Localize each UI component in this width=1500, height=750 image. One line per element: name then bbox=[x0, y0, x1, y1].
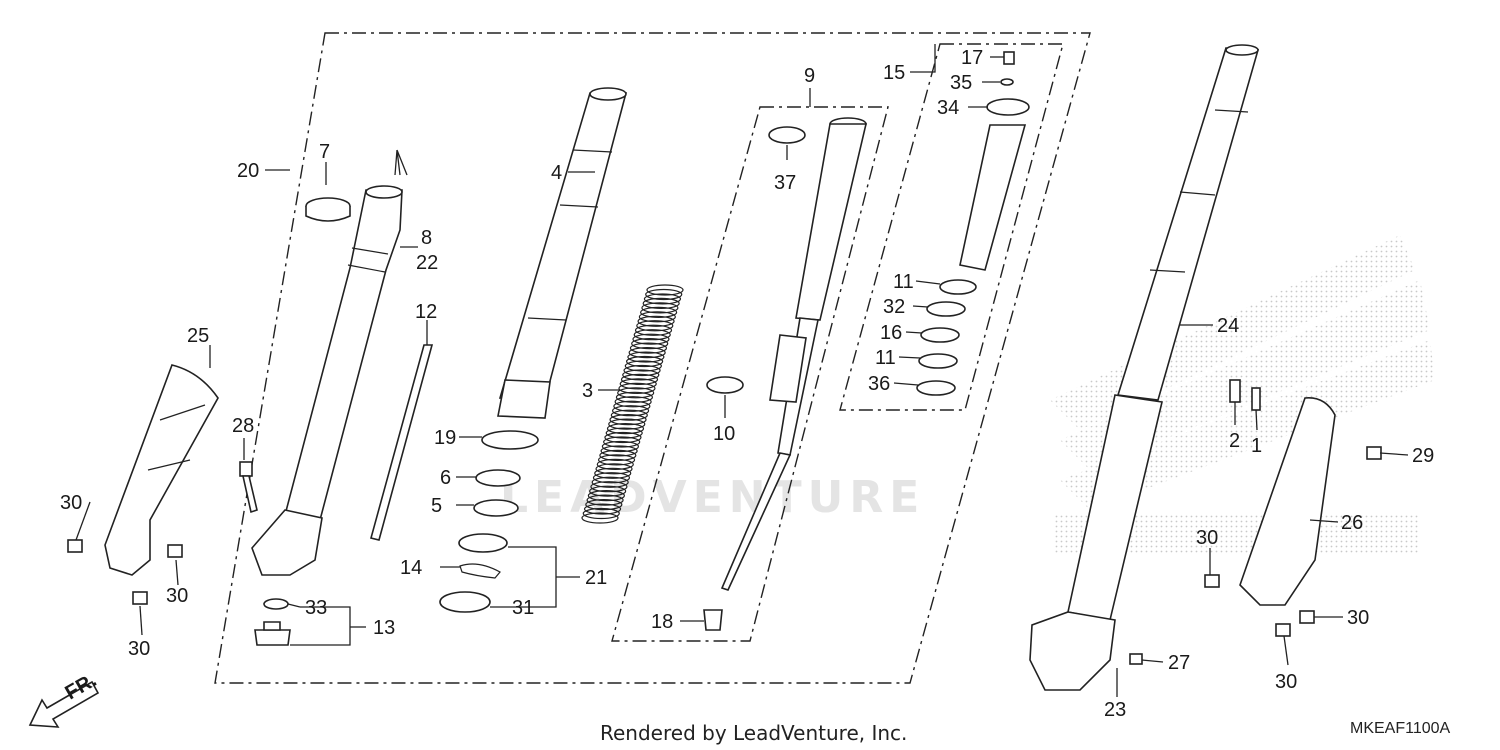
callout-16: 16 bbox=[880, 322, 902, 344]
leader-lines bbox=[75, 44, 1409, 697]
callout-20: 20 bbox=[237, 160, 259, 182]
callout-labels: 1 2 3 4 5 6 7 8 9 10 11 11 12 13 14 15 1… bbox=[60, 47, 1434, 721]
callout-30-b: 30 bbox=[166, 585, 188, 607]
callout-32: 32 bbox=[883, 296, 905, 318]
callout-23: 23 bbox=[1104, 699, 1126, 721]
callout-11-upper: 11 bbox=[893, 271, 914, 293]
callout-37: 37 bbox=[774, 172, 796, 194]
callout-8: 8 bbox=[421, 227, 432, 249]
callout-34: 34 bbox=[937, 97, 959, 119]
part-37-ring bbox=[768, 126, 806, 144]
callout-3: 3 bbox=[582, 380, 593, 402]
part-10-ring bbox=[706, 376, 744, 394]
part-28-bolt bbox=[239, 461, 258, 514]
fork-assembly-right-24 bbox=[1029, 44, 1260, 691]
callout-5: 5 bbox=[431, 495, 442, 517]
seal-stack bbox=[439, 430, 539, 613]
diagram-code: MKEAF1100A bbox=[1350, 720, 1451, 737]
watermark-text: LEADVENTURE bbox=[500, 472, 925, 523]
callout-30-c: 30 bbox=[128, 638, 150, 660]
callout-13: 13 bbox=[373, 617, 395, 639]
callout-18: 18 bbox=[651, 611, 673, 633]
part-2-clip bbox=[1229, 379, 1241, 403]
callout-1: 1 bbox=[1251, 435, 1262, 457]
callout-35: 35 bbox=[950, 72, 972, 94]
callout-30-e: 30 bbox=[1347, 607, 1369, 629]
callout-30-f: 30 bbox=[1275, 671, 1297, 693]
callout-19: 19 bbox=[434, 427, 456, 449]
callout-15: 15 bbox=[883, 62, 905, 84]
callout-7: 7 bbox=[319, 141, 330, 163]
callout-26: 26 bbox=[1341, 512, 1363, 534]
footer-credit: Rendered by LeadVenture, Inc. bbox=[600, 721, 907, 745]
callout-12: 12 bbox=[415, 301, 437, 323]
callout-22: 22 bbox=[416, 252, 438, 274]
part-12-rod bbox=[370, 344, 434, 541]
callout-2: 2 bbox=[1229, 430, 1240, 452]
inner-tube-4 bbox=[497, 87, 628, 419]
callout-11-lower: 11 bbox=[875, 347, 896, 369]
callout-24: 24 bbox=[1217, 315, 1239, 337]
callout-14: 14 bbox=[400, 557, 422, 579]
callout-9: 9 bbox=[804, 65, 815, 87]
fork-guard-right bbox=[1239, 397, 1336, 606]
part-13-adjuster bbox=[254, 598, 291, 646]
callout-28: 28 bbox=[232, 415, 254, 437]
assembly-box-9 bbox=[611, 106, 889, 642]
fork-guard-left bbox=[104, 364, 219, 576]
callout-4: 4 bbox=[551, 162, 562, 184]
callout-27: 27 bbox=[1168, 652, 1190, 674]
cartridge-15 bbox=[916, 51, 1030, 396]
callout-33: 33 bbox=[305, 597, 327, 619]
part-3-spring bbox=[581, 284, 684, 524]
damper-rod-9 bbox=[703, 117, 868, 631]
callout-6: 6 bbox=[440, 467, 451, 489]
callout-25: 25 bbox=[187, 325, 209, 347]
callout-10: 10 bbox=[713, 423, 735, 445]
part-7-bushing bbox=[305, 197, 351, 222]
callout-21: 21 bbox=[585, 567, 607, 589]
part-1-clip bbox=[1251, 387, 1261, 411]
front-direction-indicator: FR. bbox=[28, 669, 100, 728]
assembly-box-15 bbox=[839, 43, 1064, 411]
small-bolts bbox=[67, 446, 1382, 665]
callout-17: 17 bbox=[961, 47, 983, 69]
callout-30-d: 30 bbox=[1196, 527, 1218, 549]
outer-tube-left bbox=[251, 185, 403, 576]
callout-31: 31 bbox=[512, 597, 534, 619]
callout-29: 29 bbox=[1412, 445, 1434, 467]
callout-30-a: 30 bbox=[60, 492, 82, 514]
callout-36: 36 bbox=[868, 373, 890, 395]
